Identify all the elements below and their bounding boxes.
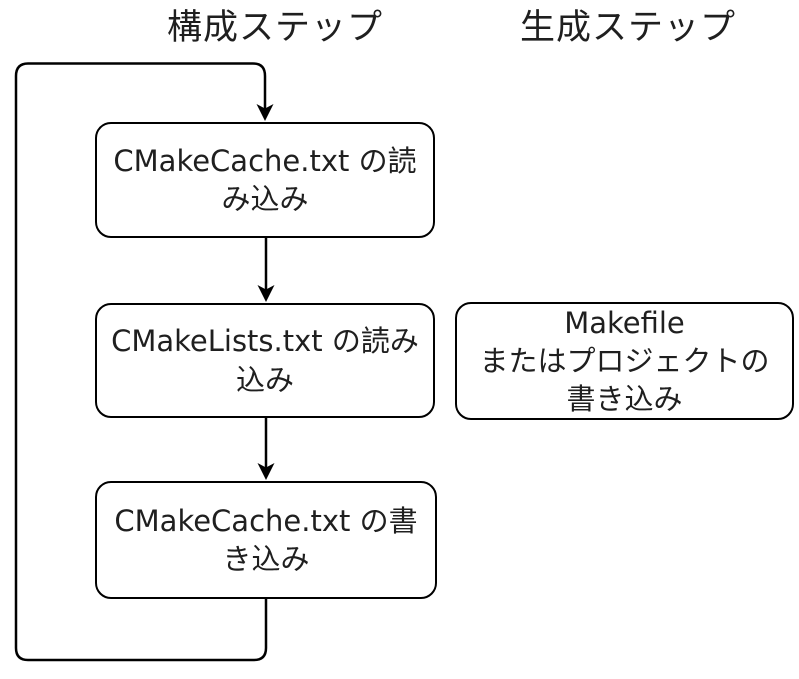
loop-back-arrow-line	[14, 62, 268, 662]
arrowhead-read-lists-to-write-cache	[257, 463, 275, 480]
arrowhead-read-cache-to-read-lists	[257, 285, 275, 302]
configure-step-column-header: 構成ステップ	[166, 7, 383, 48]
step-box-write-makefile-project: Makefile またはプロジェクトの 書き込み	[455, 302, 794, 420]
generate-step-column-header: 生成ステップ	[519, 7, 736, 48]
loop-back-arrowhead	[256, 104, 274, 121]
step-box-write-cmakecache: CMakeCache.txt の書 き込み	[95, 481, 437, 599]
step-box-read-cmakelists: CMakeLists.txt の読み 込み	[95, 303, 435, 418]
step-box-read-cmakecache: CMakeCache.txt の読 み込み	[95, 122, 435, 238]
